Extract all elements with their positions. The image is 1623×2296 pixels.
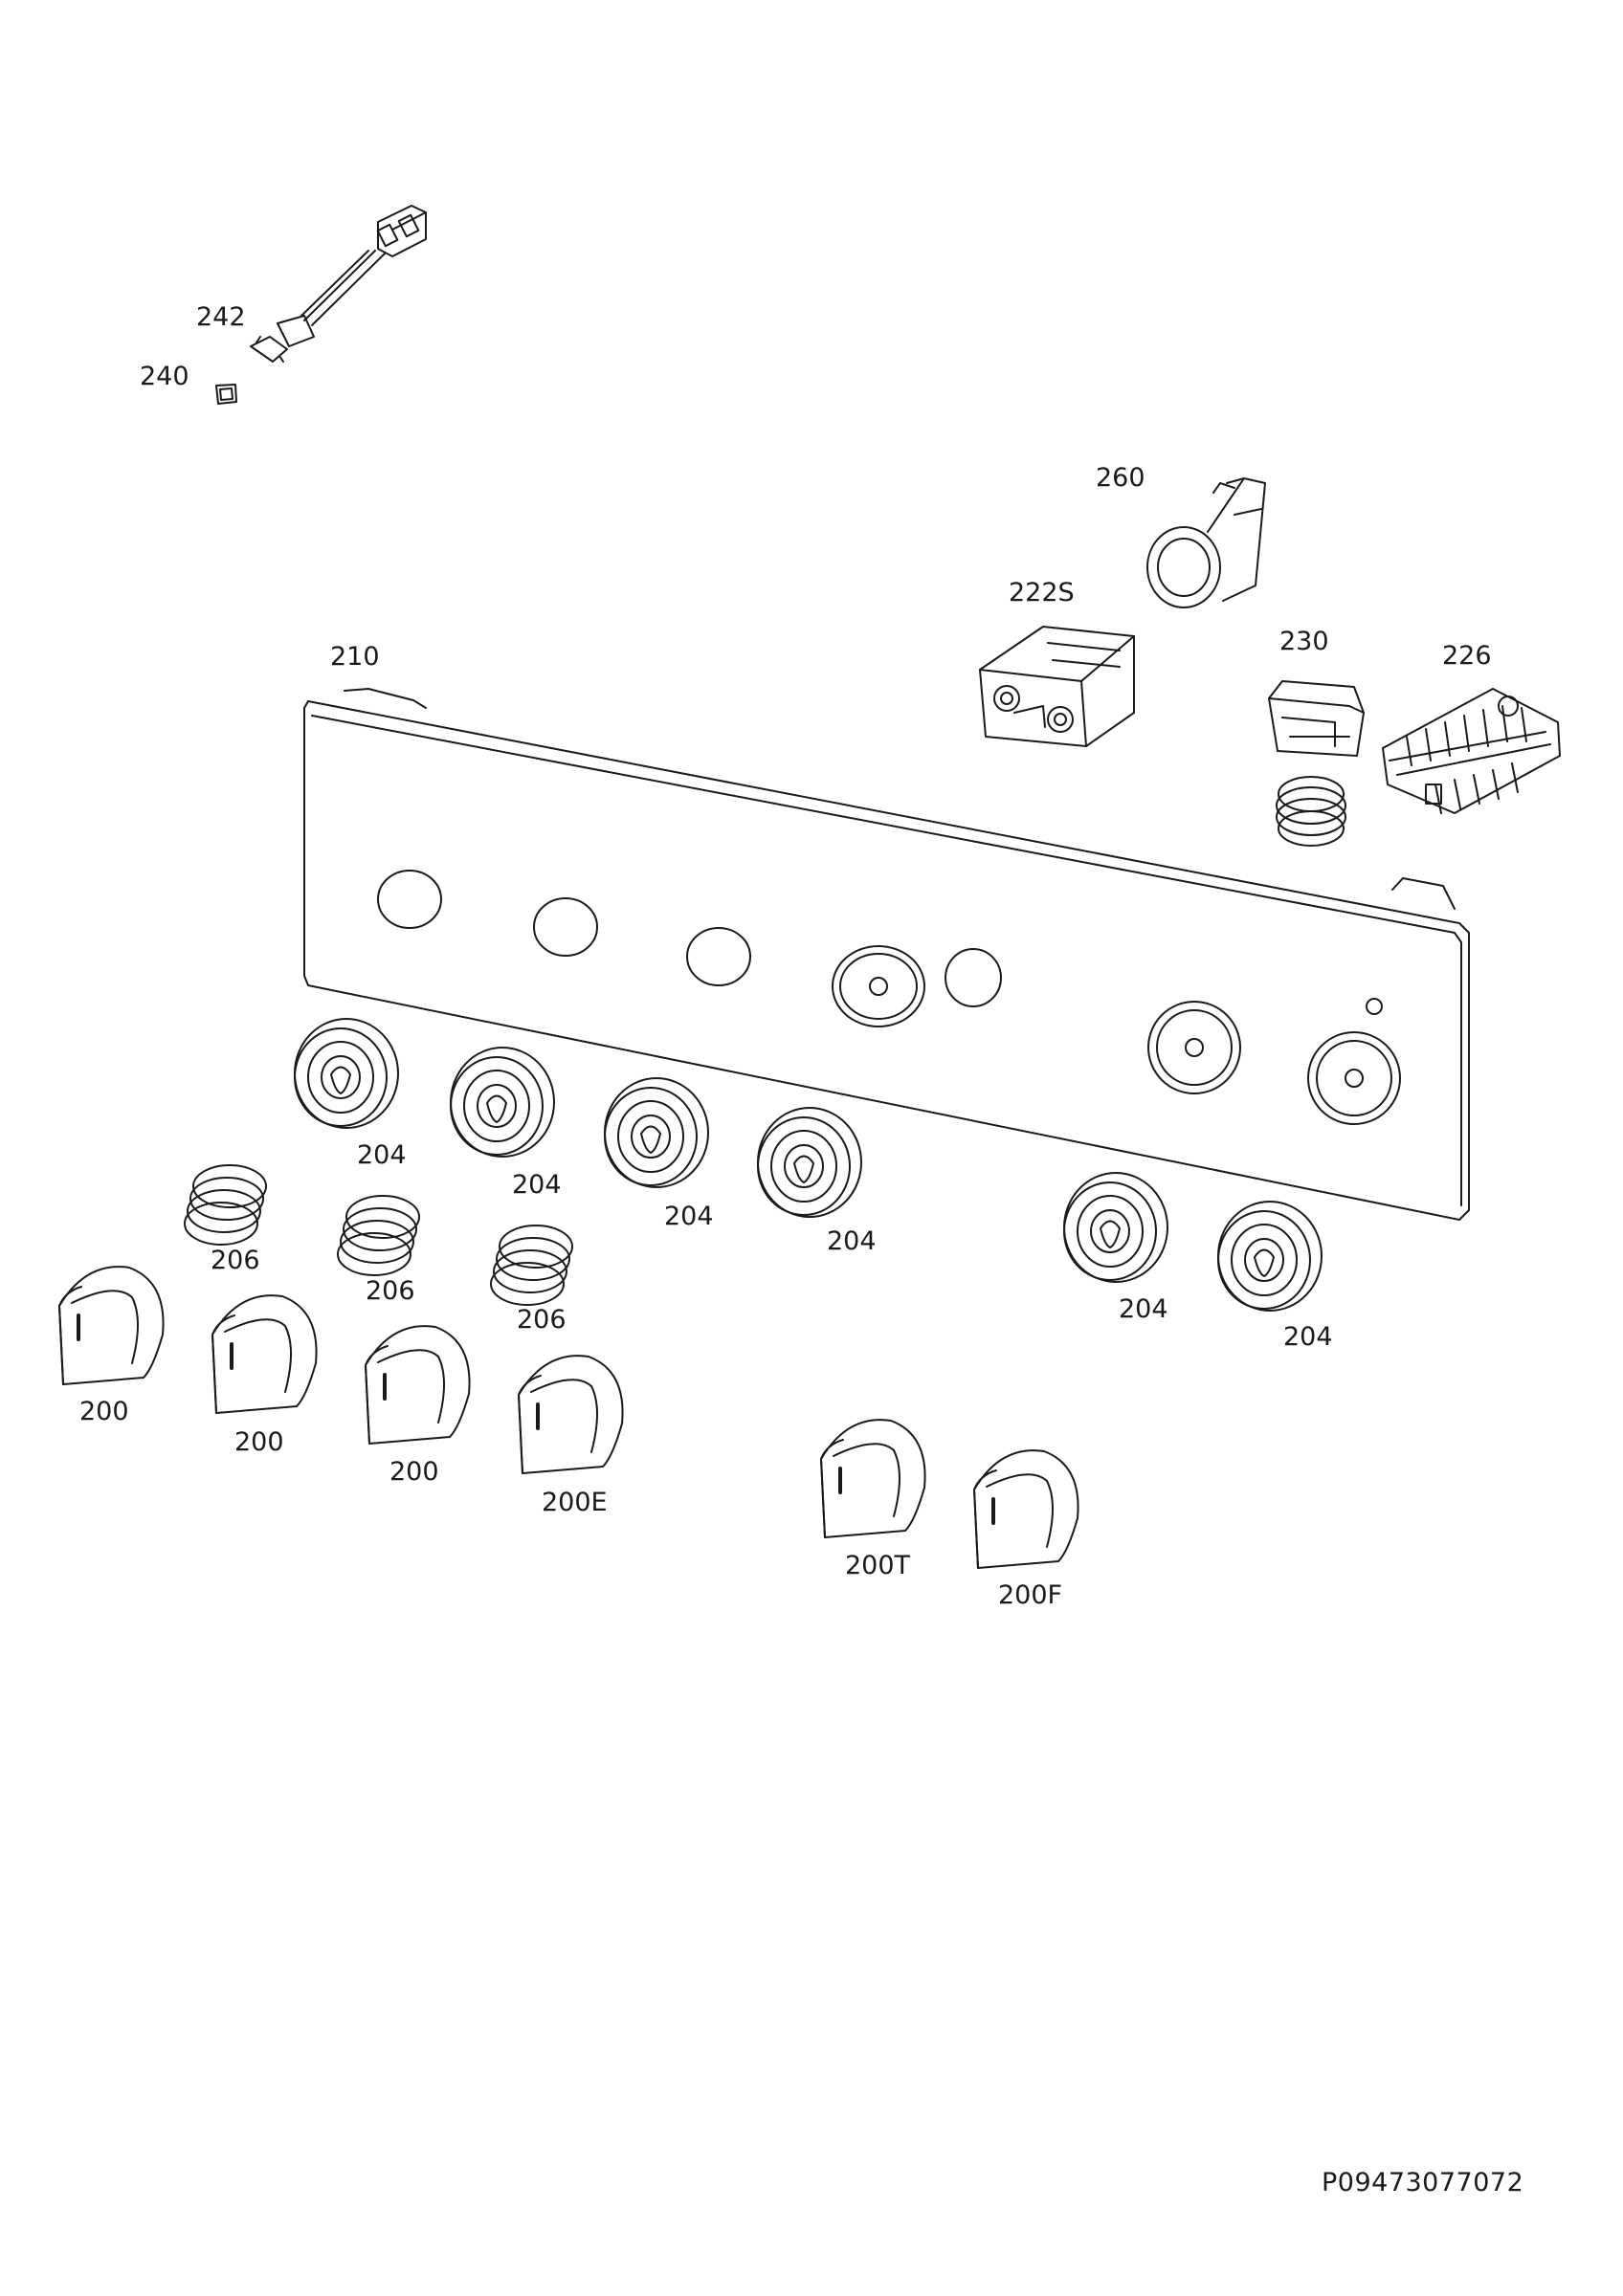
label-204-2: 204 [512, 1170, 562, 1200]
knob-200t [820, 1419, 926, 1538]
label-200t: 200T [845, 1551, 911, 1580]
document-code: P09473077072 [1322, 2168, 1524, 2197]
part-230-thermostat [1268, 680, 1365, 847]
label-200-1: 200 [79, 1397, 129, 1426]
label-240: 240 [140, 362, 189, 391]
spring-2 [337, 1195, 420, 1276]
label-226: 226 [1442, 641, 1492, 671]
label-200e: 200E [542, 1488, 608, 1517]
knob-200e [518, 1355, 624, 1474]
label-222s: 222S [1009, 578, 1075, 607]
label-230: 230 [1279, 627, 1329, 656]
part-226-selector [1382, 688, 1561, 814]
bezel-3 [604, 1077, 709, 1188]
label-206-2: 206 [366, 1276, 415, 1306]
knob-200-2 [211, 1294, 318, 1414]
part-206-springs [184, 1164, 573, 1306]
knob-200-3 [365, 1325, 471, 1445]
part-222s-switch [979, 626, 1135, 747]
bezel-1 [294, 1018, 399, 1129]
bezel-4 [757, 1107, 862, 1218]
label-204-3: 204 [664, 1202, 714, 1231]
part-260-lamp [1146, 477, 1266, 608]
knob-200-1 [58, 1266, 165, 1385]
part-242-cable [250, 205, 427, 363]
label-206-1: 206 [211, 1246, 260, 1275]
label-210: 210 [330, 642, 380, 672]
spring-1 [184, 1164, 267, 1246]
bezel-5 [1063, 1172, 1168, 1283]
part-200-knobs [58, 1266, 1079, 1569]
label-200-2: 200 [234, 1427, 284, 1457]
bezel-6 [1217, 1201, 1323, 1312]
label-200f: 200F [998, 1580, 1063, 1610]
label-206-3: 206 [517, 1305, 567, 1335]
part-204-bezels [294, 1018, 1323, 1312]
label-242: 242 [196, 302, 246, 332]
label-204-1: 204 [357, 1140, 407, 1170]
label-204-5: 204 [1119, 1294, 1168, 1324]
part-240-clip [215, 384, 237, 405]
part-210-control-panel [303, 688, 1470, 1221]
bezel-2 [450, 1047, 555, 1158]
knob-200f [973, 1449, 1079, 1569]
label-204-6: 204 [1283, 1322, 1333, 1352]
label-200-3: 200 [389, 1457, 439, 1487]
label-204-4: 204 [827, 1226, 877, 1256]
spring-3 [490, 1225, 573, 1306]
label-260: 260 [1096, 463, 1145, 493]
